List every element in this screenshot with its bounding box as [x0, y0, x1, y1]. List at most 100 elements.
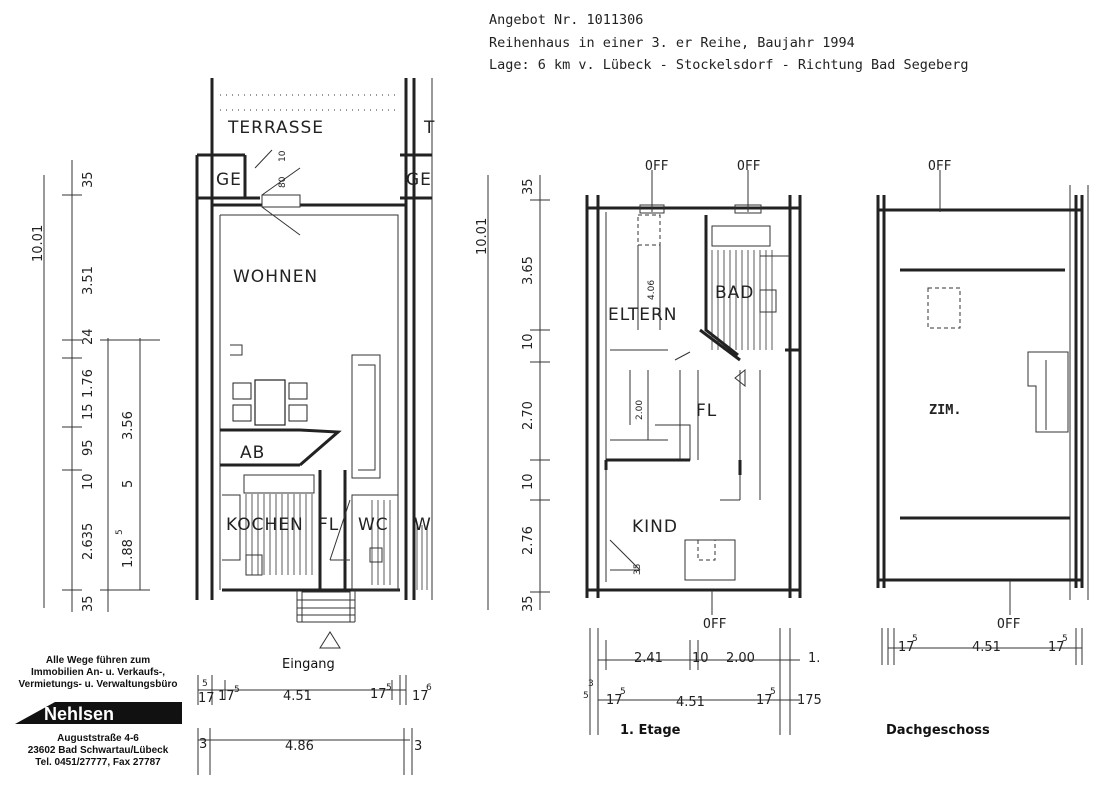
agency-city: 23602 Bad Schwartau/Lübeck — [28, 745, 169, 756]
floor-label-attic: Dachgeschoss — [886, 723, 990, 738]
dim-upper-35-top: 35 — [521, 178, 536, 195]
dim-upper-10-a: 10 — [521, 333, 536, 350]
agency-logo-text: Nehlsen — [44, 704, 114, 724]
upper-floor-side-dimensions: 10.01 35 3.65 10 2.70 10 2.76 35 — [475, 175, 550, 612]
dim-35-inner: 35 — [633, 564, 643, 575]
dim-attic-right-sup: 5 — [1062, 634, 1068, 644]
dim-10: 10 — [81, 473, 96, 490]
dim-3-56: 3.56 — [121, 411, 136, 440]
dim-15-a: 15 — [81, 403, 96, 420]
dim-1-885: 1.88 — [121, 539, 136, 568]
agency-street: Auguststraße 4-6 — [57, 733, 139, 744]
window-label-3: OFF — [703, 617, 727, 632]
dim-upper-10-b: 10 — [521, 473, 536, 490]
dim-upper-right: 17 — [756, 693, 773, 708]
room-label-zim: ZIM. — [929, 402, 962, 418]
upper-floor-bottom-dimensions: 2.41 10 2.00 1. 17 5 4.51 17 5 175 3 5 1… — [583, 628, 822, 738]
dim-attic-left-sup: 5 — [912, 634, 918, 644]
room-label-bad: BAD — [715, 283, 754, 303]
window-label-2: OFF — [737, 159, 761, 174]
room-label-ab: AB — [240, 443, 265, 463]
room-label-fl: FL — [318, 515, 339, 535]
dim-upper-2-00: 2.00 — [726, 651, 755, 666]
dim-35-top: 35 — [81, 171, 96, 188]
dim-upper-1: 1. — [808, 651, 820, 666]
dim-upper-35-bottom: 35 — [521, 595, 536, 612]
agency-logo: Nehlsen — [15, 702, 182, 724]
dim-upper-left: 17 — [606, 693, 623, 708]
dim-bottom-left-small: 3 — [199, 737, 207, 752]
dim-bottom-wall-right-sup: 5 — [386, 683, 392, 693]
dim-4-06: 4.06 — [647, 280, 657, 300]
dim-total-depth: 10.01 — [31, 225, 46, 262]
attic-window-label-top: OFF — [928, 159, 952, 174]
kitchen-hatch — [245, 494, 313, 575]
dim-bottom-left-edge: 17 — [198, 691, 215, 706]
attic-window-label-bottom: OFF — [997, 617, 1021, 632]
dim-upper-10: 10 — [692, 651, 709, 666]
dim-upper-total: 10.01 — [475, 218, 490, 255]
dim-bottom-left-end: 5 — [202, 679, 208, 689]
room-label-kochen: KOCHEN — [226, 515, 304, 535]
dim-3-51: 3.51 — [81, 266, 96, 295]
dim-2-635: 2.635 — [81, 523, 96, 560]
dim-2-00-inner: 2.00 — [635, 400, 645, 420]
room-label-kind: KIND — [632, 517, 678, 537]
dim-upper-2-76: 2.76 — [521, 526, 536, 555]
dim-80-small: 80 — [278, 176, 288, 188]
dim-upper-right-sup: 5 — [770, 687, 776, 697]
agency-line-1: Alle Wege führen zum — [46, 655, 150, 666]
dim-bottom-inner: 4.51 — [283, 689, 312, 704]
dim-10-small: 10 — [278, 150, 288, 162]
floor-label-upper: 1. Etage — [620, 723, 681, 738]
dim-bottom-right-small: 3 — [414, 739, 422, 754]
entrance-label: Eingang — [282, 657, 335, 672]
window-label-1: OFF — [645, 159, 669, 174]
dim-35-bottom: 35 — [81, 595, 96, 612]
dim-24: 24 — [81, 328, 96, 345]
dim-upper-3-65: 3.65 — [521, 256, 536, 285]
room-label-wc: WC — [358, 515, 389, 535]
dim-attic-4-51: 4.51 — [972, 640, 1001, 655]
offer-header: Angebot Nr. 1011306 Reihenhaus in einer … — [489, 12, 969, 73]
agency-line-3: Vermietungs- u. Verwaltungsbüro — [19, 679, 178, 690]
dim-bottom-right-end: 17 — [412, 689, 429, 704]
upper-floor-plan: OFF OFF OFF ELTERN BAD FL KIND 4.06 2.00… — [585, 159, 802, 632]
dim-1-76: 1.76 — [81, 369, 96, 398]
ground-floor-plan: TERRASSE T GE GE WOHNEN AB KOCHEN FL WC … — [195, 78, 435, 672]
dim-attic-right: 17 — [1048, 640, 1065, 655]
dim-bottom-wall-left-sup: 5 — [234, 685, 240, 695]
dim-attic-left: 17 — [898, 640, 915, 655]
dim-95: 95 — [81, 439, 96, 456]
dim-bottom-right-end-sup: 6 — [426, 683, 432, 693]
dim-1-885-sup: 5 — [115, 529, 125, 535]
agency-block: Alle Wege führen zum Immobilien An- u. V… — [15, 655, 182, 768]
offer-number: Angebot Nr. 1011306 — [489, 12, 643, 28]
dim-upper-2-41: 2.41 — [634, 651, 663, 666]
room-label-wc-neighbor: W — [414, 515, 432, 535]
dim-upper-right-end: 175 — [797, 693, 822, 708]
room-label-terrasse: TERRASSE — [227, 118, 324, 138]
room-label-wohnen: WOHNEN — [233, 267, 318, 287]
dim-upper-left-end: 3 — [588, 679, 594, 689]
dim-bottom-wall-right: 17 — [370, 687, 387, 702]
location-description: Lage: 6 km v. Lübeck - Stockelsdorf - Ri… — [489, 57, 969, 73]
dim-bottom-wall-left: 17 — [218, 689, 235, 704]
dim-upper-4-51: 4.51 — [676, 695, 705, 710]
room-label-terrasse-neighbor: T — [423, 118, 435, 138]
agency-line-2: Immobilien An- u. Verkaufs-, — [31, 667, 165, 678]
dim-bottom-total: 4.86 — [285, 739, 314, 754]
room-label-fl-upper: FL — [696, 401, 717, 421]
attic-plan: OFF OFF ZIM. — [876, 159, 1089, 632]
house-description: Reihenhaus in einer 3. er Reihe, Baujahr… — [489, 35, 855, 51]
room-label-eltern: ELTERN — [608, 305, 678, 325]
ground-floor-side-dimensions: 10.01 35 3.51 24 1.76 95 15 10 2.635 35 … — [31, 160, 160, 612]
dim-upper-marker: 5 — [583, 691, 589, 701]
room-label-ge-neighbor: GE — [406, 170, 432, 190]
dim-upper-left-sup: 5 — [620, 687, 626, 697]
dim-15-b: 5 — [121, 480, 136, 488]
attic-bottom-dimensions: 17 5 4.51 17 5 Dachgeschoss — [881, 628, 1083, 738]
agency-phone: Tel. 0451/27777, Fax 27787 — [35, 757, 161, 768]
ground-floor-bottom-dimensions: 5 17 17 5 4.51 17 5 17 6 3 4.86 3 — [197, 675, 432, 775]
